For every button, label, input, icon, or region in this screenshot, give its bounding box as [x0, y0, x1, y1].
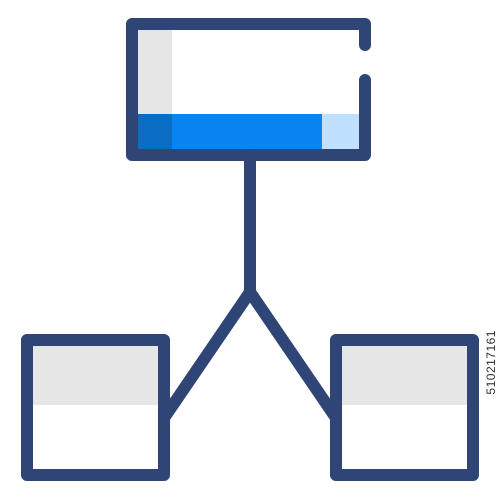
top-node-box	[126, 18, 371, 161]
right-child-box	[330, 334, 479, 481]
stock-id-watermark: 510217161	[484, 330, 498, 395]
connector-lines	[158, 149, 342, 424]
left-child-box	[21, 334, 170, 481]
